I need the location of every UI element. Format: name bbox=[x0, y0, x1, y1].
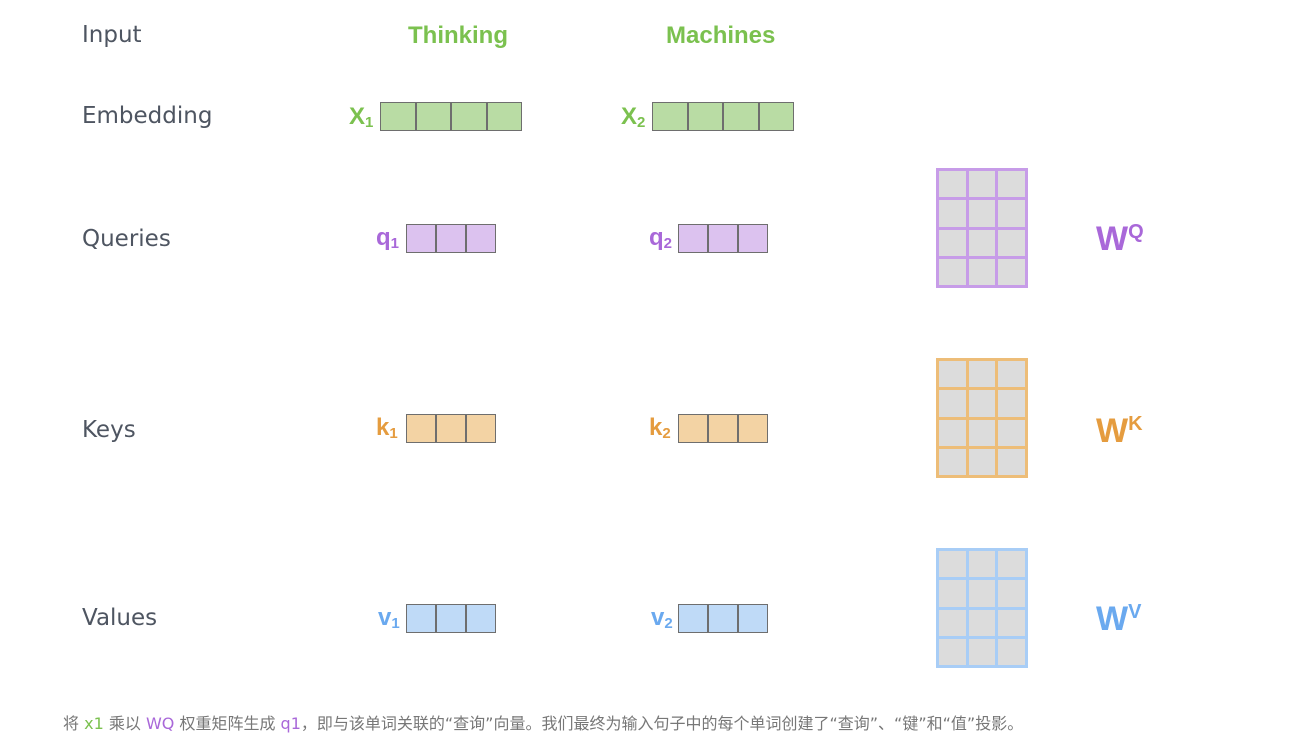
vector-cell bbox=[689, 103, 724, 130]
vector-cell bbox=[679, 225, 709, 252]
vector-cell bbox=[739, 605, 767, 632]
vector-cell bbox=[437, 415, 467, 442]
row-label-queries: Queries bbox=[82, 226, 171, 252]
vector-cell bbox=[467, 225, 495, 252]
caption-x1: x1 bbox=[84, 714, 104, 733]
weight-label-wv: WV bbox=[1096, 600, 1142, 638]
key-vector-k2 bbox=[678, 414, 768, 443]
caption-text: 将 bbox=[63, 714, 85, 733]
weight-label-wk: WK bbox=[1096, 412, 1143, 450]
row-label-input: Input bbox=[82, 22, 142, 48]
row-label-embedding: Embedding bbox=[82, 103, 213, 129]
caption-wq: WQ bbox=[145, 714, 175, 733]
weight-matrix-wq bbox=[936, 168, 1028, 288]
vector-cell bbox=[760, 103, 794, 130]
embedding-vector-x2 bbox=[652, 102, 794, 131]
input-word-thinking: Thinking bbox=[408, 22, 508, 49]
key-label-k1: k1 bbox=[376, 414, 398, 442]
query-label-q1: q1 bbox=[376, 224, 400, 252]
vector-cell bbox=[724, 103, 760, 130]
caption-text: 权重矩阵生成 bbox=[174, 714, 281, 733]
vector-cell bbox=[488, 103, 522, 130]
vector-cell bbox=[467, 415, 495, 442]
vector-cell bbox=[739, 225, 767, 252]
caption-text: 乘以 bbox=[103, 714, 146, 733]
vector-cell bbox=[467, 605, 495, 632]
embedding-vector-x1 bbox=[380, 102, 522, 131]
query-vector-q1 bbox=[406, 224, 496, 253]
value-vector-v1 bbox=[406, 604, 496, 633]
embedding-label-x1: X1 bbox=[349, 103, 374, 131]
vector-cell bbox=[709, 605, 739, 632]
caption-text: ，即与该单词关联的“查询”向量。我们最终为输入句子中的每个单词创建了“查询”、“… bbox=[300, 714, 1024, 733]
key-label-k2: k2 bbox=[649, 414, 671, 442]
vector-cell bbox=[417, 103, 452, 130]
caption-q1: q1 bbox=[280, 714, 301, 733]
vector-cell bbox=[679, 605, 709, 632]
input-word-machines: Machines bbox=[666, 22, 776, 49]
weight-matrix-wv bbox=[936, 548, 1028, 668]
vector-cell bbox=[709, 415, 739, 442]
vector-cell bbox=[407, 415, 437, 442]
weight-label-wq: WQ bbox=[1096, 220, 1144, 258]
vector-cell bbox=[739, 415, 767, 442]
row-label-keys: Keys bbox=[82, 417, 136, 443]
vector-cell bbox=[653, 103, 689, 130]
query-vector-q2 bbox=[678, 224, 768, 253]
vector-cell bbox=[679, 415, 709, 442]
vector-cell bbox=[709, 225, 739, 252]
query-label-q2: q2 bbox=[649, 224, 673, 252]
vector-cell bbox=[381, 103, 417, 130]
vector-cell bbox=[437, 605, 467, 632]
value-vector-v2 bbox=[678, 604, 768, 633]
vector-cell bbox=[452, 103, 488, 130]
caption: 将 x1 乘以 WQ 权重矩阵生成 q1，即与该单词关联的“查询”向量。我们最终… bbox=[63, 710, 1023, 734]
value-label-v1: v1 bbox=[378, 604, 400, 632]
weight-matrix-wk bbox=[936, 358, 1028, 478]
vector-cell bbox=[407, 605, 437, 632]
vector-cell bbox=[407, 225, 437, 252]
embedding-label-x2: X2 bbox=[621, 103, 646, 131]
row-label-values: Values bbox=[82, 605, 158, 631]
value-label-v2: v2 bbox=[651, 604, 673, 632]
key-vector-k1 bbox=[406, 414, 496, 443]
vector-cell bbox=[437, 225, 467, 252]
